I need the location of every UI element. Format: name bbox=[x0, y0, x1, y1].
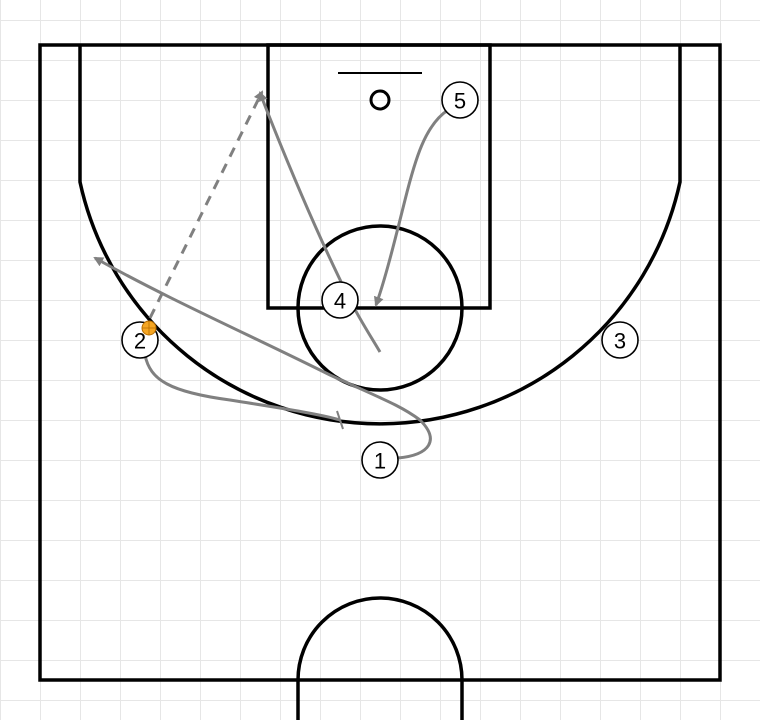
player-5: 5 bbox=[441, 81, 479, 119]
center-circle bbox=[296, 596, 464, 681]
player-1: 1 bbox=[361, 441, 399, 479]
movement-path-2-to-screen bbox=[143, 354, 341, 422]
player-5-label: 5 bbox=[454, 89, 466, 114]
player-4: 4 bbox=[321, 281, 359, 319]
rim bbox=[369, 89, 391, 111]
player-3-label: 3 bbox=[614, 329, 626, 354]
player-4-label: 4 bbox=[334, 289, 346, 314]
player-3: 3 bbox=[601, 321, 639, 359]
player-2-label: 2 bbox=[134, 329, 146, 354]
pass-line bbox=[148, 90, 264, 319]
free-throw-circle bbox=[296, 224, 464, 392]
basketball-icon bbox=[141, 320, 157, 336]
screen-mark bbox=[336, 410, 344, 430]
three-point-line bbox=[78, 45, 682, 426]
movement-path-5-cut bbox=[374, 108, 449, 307]
paint-lane bbox=[266, 43, 492, 310]
movement-path-1-cut bbox=[93, 256, 432, 460]
player-1-label: 1 bbox=[374, 449, 386, 474]
court-boundary bbox=[38, 43, 722, 682]
movement-path-4-cut bbox=[258, 91, 382, 353]
